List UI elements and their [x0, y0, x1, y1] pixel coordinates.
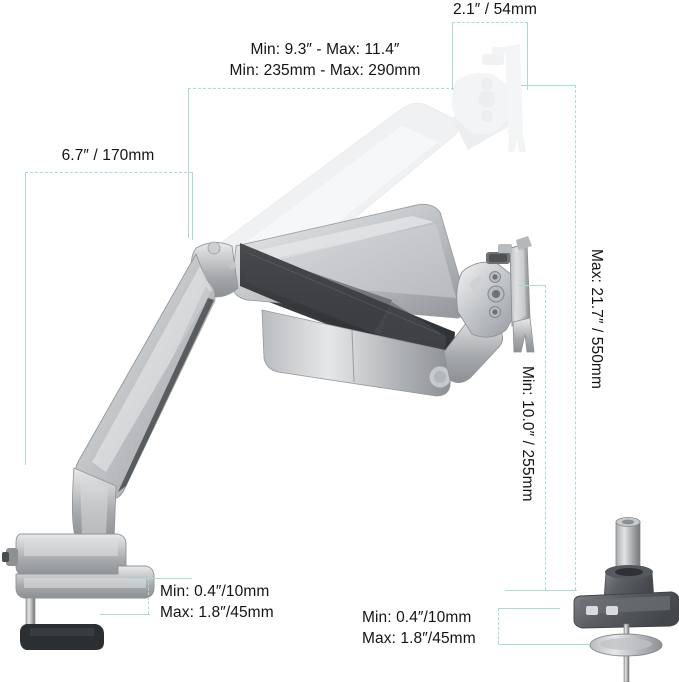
rule-head-width-right [527, 22, 528, 90]
label-grommet-thickness-line1: Min: 0.4″/10mm [362, 609, 472, 626]
label-max-height: Max: 21.7″ / 550mm [588, 249, 605, 389]
label-clamp-thickness-line1: Min: 0.4″/10mm [160, 583, 270, 600]
rule-clamp-bottom [100, 614, 150, 615]
rule-min-height-vertical [545, 285, 546, 590]
clamp-knob [6, 548, 18, 566]
label-grommet-thickness-line2: Max: 1.8″/45mm [362, 630, 476, 647]
rule-head-width-left [452, 22, 453, 90]
label-min-height: Min: 10.0″ / 255mm [519, 366, 536, 502]
grommet-mount-base [573, 517, 679, 682]
vesa-fork [512, 317, 535, 353]
clamp-rubber-pad [20, 624, 104, 650]
grommet-slot-right [606, 606, 618, 615]
rule-grommet-bottom [498, 644, 590, 645]
rule-max-height-vertical [575, 85, 576, 590]
rule-lift-left [188, 88, 189, 238]
label-base-offset: 6.7″ / 170mm [61, 147, 155, 164]
rule-min-height-top [518, 285, 546, 286]
rule-clamp-top [128, 578, 192, 579]
rule-grommet-top [498, 608, 560, 609]
arm-belly-housing [261, 309, 453, 397]
rule-grommet-vertical [498, 608, 499, 644]
rule-clamp-vertical [148, 578, 149, 614]
rule-lift-top [188, 88, 454, 89]
rule-base-offset-right [192, 172, 193, 240]
lower-arm-segment [75, 252, 216, 500]
rule-max-height-top [521, 85, 576, 86]
rule-head-width-top [452, 22, 528, 23]
desk-c-clamp-base [2, 533, 155, 650]
rule-base-offset-top [25, 172, 192, 173]
label-arm-lift-line2: Min: 235mm - Max: 290mm [229, 62, 421, 79]
label-arm-lift-line1: Min: 9.3″ - Max: 11.4″ [250, 41, 400, 58]
label-head-width: 2.1″ / 54mm [452, 1, 538, 18]
grommet-slot-left [586, 606, 598, 615]
rule-base-offset-left [25, 172, 26, 465]
vesa-tilt-head [443, 236, 535, 383]
label-clamp-thickness-line2: Max: 1.8″/45mm [160, 604, 274, 621]
rule-max-height-bottom [505, 590, 577, 591]
base-post [71, 467, 117, 541]
